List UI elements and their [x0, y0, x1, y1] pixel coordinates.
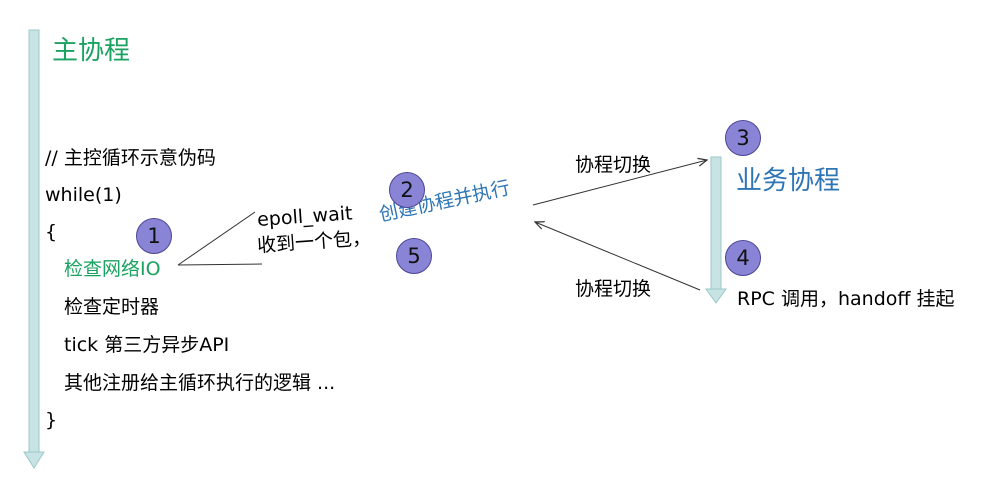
main-coroutine-title: 主协程	[52, 36, 131, 66]
code-while: while(1)	[45, 184, 122, 206]
switch-label-top: 协程切换	[575, 154, 652, 176]
step-marker-2: 2	[389, 172, 425, 208]
switch-arrow-to-worker	[532, 160, 707, 206]
code-tick-api: tick 第三方异步API	[64, 334, 230, 356]
code-check-network-io: 检查网络IO	[64, 258, 161, 280]
code-check-timer: 检查定时器	[64, 296, 160, 318]
worker-timeline	[705, 156, 727, 304]
code-close-brace: }	[45, 409, 58, 431]
step-marker-3: 3	[725, 120, 761, 156]
worker-coroutine-title: 业务协程	[736, 166, 841, 196]
code-comment: // 主控循环示意伪码	[45, 147, 216, 169]
code-other-logic: 其他注册给主循环执行的逻辑 ...	[64, 372, 336, 394]
switch-arrow-to-main	[535, 222, 701, 291]
code-open-brace: {	[45, 221, 58, 243]
step-marker-1: 1	[136, 218, 172, 254]
callout-line-upper	[177, 211, 256, 266]
callout-line-lower	[177, 263, 263, 266]
step-marker-5: 5	[396, 238, 432, 274]
step-marker-4: 4	[725, 240, 761, 276]
switch-label-bottom: 协程切换	[575, 278, 652, 300]
main-timeline	[23, 29, 45, 469]
rpc-handoff-label: RPC 调用，handoff 挂起	[737, 288, 955, 310]
